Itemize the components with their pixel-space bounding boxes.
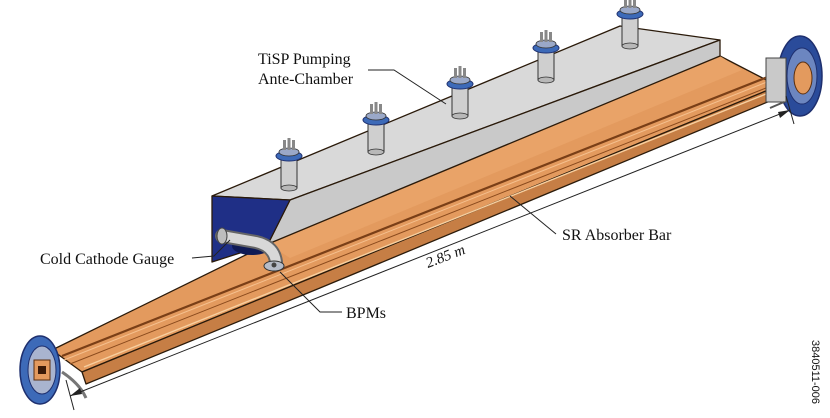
pump-ports xyxy=(275,0,644,192)
absorber-leader xyxy=(509,195,557,235)
pump-port xyxy=(362,102,390,156)
pump-port xyxy=(532,30,560,84)
cold-cathode-gauge xyxy=(215,227,283,269)
sr-absorber-bar-line xyxy=(69,83,777,365)
pump-port xyxy=(275,138,303,192)
figure-id: 3840511-006 xyxy=(809,340,821,404)
length-dimension xyxy=(65,95,795,411)
bpms-label: BPMs xyxy=(346,305,386,322)
beam-slot-highlight xyxy=(63,79,773,361)
near-end-flange xyxy=(19,335,88,405)
gauge-leader xyxy=(191,239,231,259)
copper-upper-face xyxy=(268,56,742,258)
absorber-label: SR Absorber Bar xyxy=(562,227,672,244)
gauge-label: Cold Cathode Gauge xyxy=(40,251,174,268)
far-end-flange xyxy=(765,35,823,117)
beam-slot-groove xyxy=(61,74,771,358)
bpms-leader xyxy=(279,271,342,313)
bpm-button xyxy=(263,260,285,272)
pump-port xyxy=(446,66,474,120)
pump-leader xyxy=(368,69,447,105)
copper-highlight xyxy=(83,89,777,368)
copper-top-face xyxy=(51,55,779,373)
pump-port xyxy=(616,0,644,50)
copper-beam-pipe xyxy=(51,55,783,385)
pump-label-line1: TiSP Pumping xyxy=(258,51,351,68)
pump-label-line2: Ante-Chamber xyxy=(258,71,354,88)
